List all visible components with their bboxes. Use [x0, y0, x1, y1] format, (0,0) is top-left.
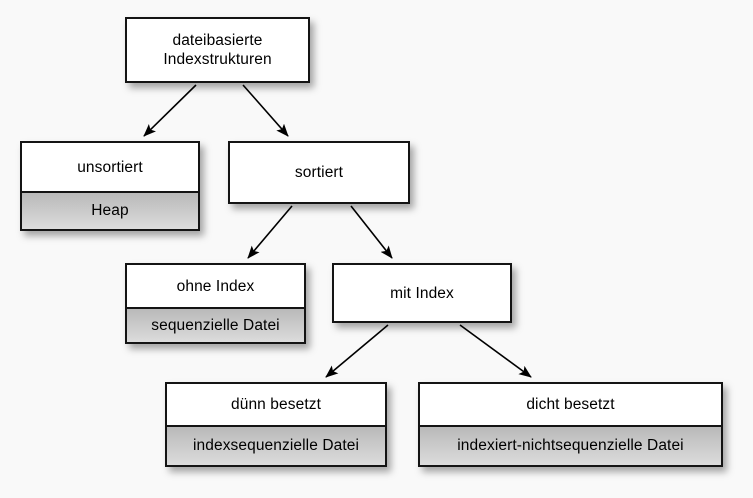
edge-root-to-sortiert — [242, 84, 289, 137]
node-title: unsortiert — [22, 143, 198, 191]
edge-mit-index-to-duenn-besetzt — [325, 324, 389, 378]
edge-root-to-unsortiert — [143, 84, 197, 137]
node-subtitle-sequenzielle-datei: sequenzielle Datei — [127, 307, 304, 342]
node-subtitle-heap: Heap — [22, 191, 198, 229]
node-mit-index[interactable]: mit Index — [332, 263, 512, 323]
node-sortiert[interactable]: sortiert — [228, 141, 410, 204]
node-duenn-besetzt[interactable]: dünn besetzt indexsequenzielle Datei — [165, 382, 387, 467]
edge-mit-index-to-dicht-besetzt — [459, 324, 532, 378]
node-title: sortiert — [230, 143, 408, 202]
edge-sortiert-to-mit-index — [350, 205, 393, 259]
node-title: dateibasierte Indexstrukturen — [127, 19, 308, 81]
node-unsortiert[interactable]: unsortiert Heap — [20, 141, 200, 231]
node-title: dünn besetzt — [167, 384, 385, 425]
node-subtitle-indexiert-nichtsequenzielle-datei: indexiert-nichtsequenzielle Datei — [420, 425, 721, 465]
node-title: ohne Index — [127, 265, 304, 307]
node-dicht-besetzt[interactable]: dicht besetzt indexiert-nichtsequenziell… — [418, 382, 723, 467]
edge-sortiert-to-ohne-index — [247, 205, 293, 259]
node-title: mit Index — [334, 265, 510, 321]
node-dateibasierte-indexstrukturen[interactable]: dateibasierte Indexstrukturen — [125, 17, 310, 83]
node-ohne-index[interactable]: ohne Index sequenzielle Datei — [125, 263, 306, 344]
node-title: dicht besetzt — [420, 384, 721, 425]
node-subtitle-indexsequenzielle-datei: indexsequenzielle Datei — [167, 425, 385, 465]
